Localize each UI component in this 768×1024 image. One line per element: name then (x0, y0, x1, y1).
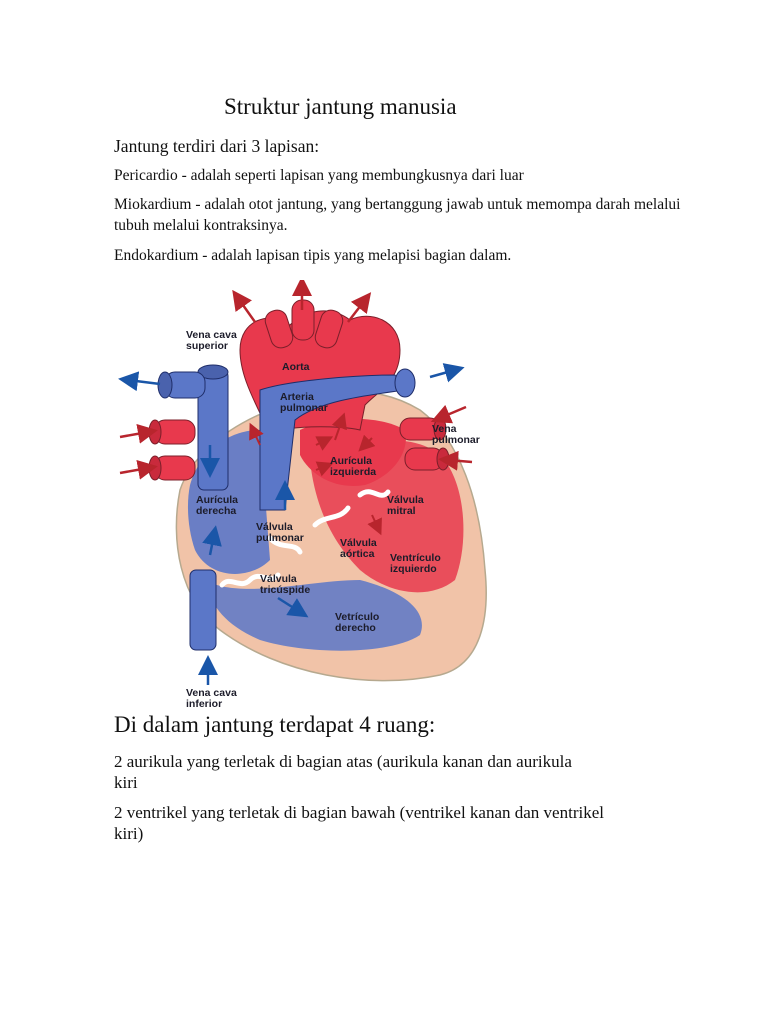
layers-intro: Jantung terdiri dari 3 lapisan: (114, 136, 320, 156)
svg-text:Vena cava: Vena cava (186, 329, 237, 341)
miokardium-text-cont: tubuh melalui kontraksinya. (114, 217, 288, 234)
label-ventriculo-izquierdo: Ventrículo (390, 552, 441, 564)
svg-text:Aorta: Aorta (282, 361, 310, 373)
svg-text:Válvula: Válvula (260, 573, 297, 585)
svg-text:Ventrículo: Ventrículo (390, 552, 441, 564)
label-ventriculo-derecho: Vetrículo (335, 611, 379, 623)
valve-tricuspid (219, 572, 281, 588)
svg-text:pulmonar: pulmonar (432, 434, 480, 446)
svg-text:tricúspide: tricúspide (260, 584, 310, 596)
pericardio-text: Pericardio - adalah seperti lapisan yang… (114, 167, 524, 184)
svg-text:Aurícula: Aurícula (330, 455, 372, 467)
valve-mitral (357, 489, 391, 498)
svg-text:derecha: derecha (196, 505, 236, 517)
label-vena-cava-inferior: Vena cava (186, 687, 237, 699)
label-valvula-aortica: Válvula (340, 537, 377, 549)
valve-pulmonary (267, 535, 303, 555)
miokardium-text: Miokardium - adalah otot jantung, yang b… (114, 196, 681, 213)
aurikula-text: 2 aurikula yang terletak di bagian atas … (114, 752, 572, 771)
label-valvula-tricuspide: Válvula (260, 573, 297, 585)
svg-text:pulmonar: pulmonar (280, 402, 328, 414)
svg-text:Vena cava: Vena cava (186, 687, 237, 699)
page-title: Struktur jantung manusia (224, 94, 457, 119)
label-auricula-izquierda: Aurícula (330, 455, 372, 467)
svg-text:Válvula: Válvula (256, 521, 293, 533)
valve-aortic (312, 505, 351, 528)
aurikula-text-cont: kiri (114, 773, 138, 792)
ventrikel-text-cont: kiri) (114, 824, 144, 843)
pulmonary-artery-end (394, 368, 416, 398)
chambers-heading: Di dalam jantung terdapat 4 ruang: (114, 712, 436, 737)
label-arteria-pulmonar: Arteria (280, 391, 314, 403)
svg-text:superior: superior (186, 340, 228, 352)
vena-cava-inferior (189, 569, 217, 651)
label-vena-pulmonar: Vena (432, 423, 457, 435)
svg-text:Vetrículo: Vetrículo (335, 611, 379, 623)
svg-text:izquierda: izquierda (330, 466, 376, 478)
svg-text:pulmonar: pulmonar (256, 532, 304, 544)
aorta-branch-3 (314, 309, 344, 349)
label-valvula-pulmonar: Válvula (256, 521, 293, 533)
label-valvula-mitral: Válvula (387, 494, 424, 506)
label-aorta: Aorta (282, 361, 310, 373)
label-auricula-derecha: Aurícula (196, 494, 238, 506)
svg-text:mitral: mitral (387, 505, 416, 517)
svg-text:Aurícula: Aurícula (196, 494, 238, 506)
label-vena-cava-superior: Vena cava (186, 329, 237, 341)
endokardium-text: Endokardium - adalah lapisan tipis yang … (114, 247, 512, 264)
svg-text:Vena: Vena (432, 423, 457, 435)
ventrikel-text: 2 ventrikel yang terletak di bagian bawa… (114, 803, 604, 822)
svg-text:inferior: inferior (186, 698, 222, 710)
svg-text:Arteria: Arteria (280, 391, 314, 403)
svg-text:izquierdo: izquierdo (390, 563, 437, 575)
svg-text:Válvula: Válvula (340, 537, 377, 549)
svg-text:derecho: derecho (335, 622, 376, 634)
svg-text:Válvula: Válvula (387, 494, 424, 506)
aorta-branch-1 (264, 309, 294, 349)
svg-text:aórtica: aórtica (340, 548, 375, 560)
right-ventricle (205, 580, 422, 651)
heart-diagram: Vena cava superior Aorta Arteria pulmona… (118, 280, 487, 710)
